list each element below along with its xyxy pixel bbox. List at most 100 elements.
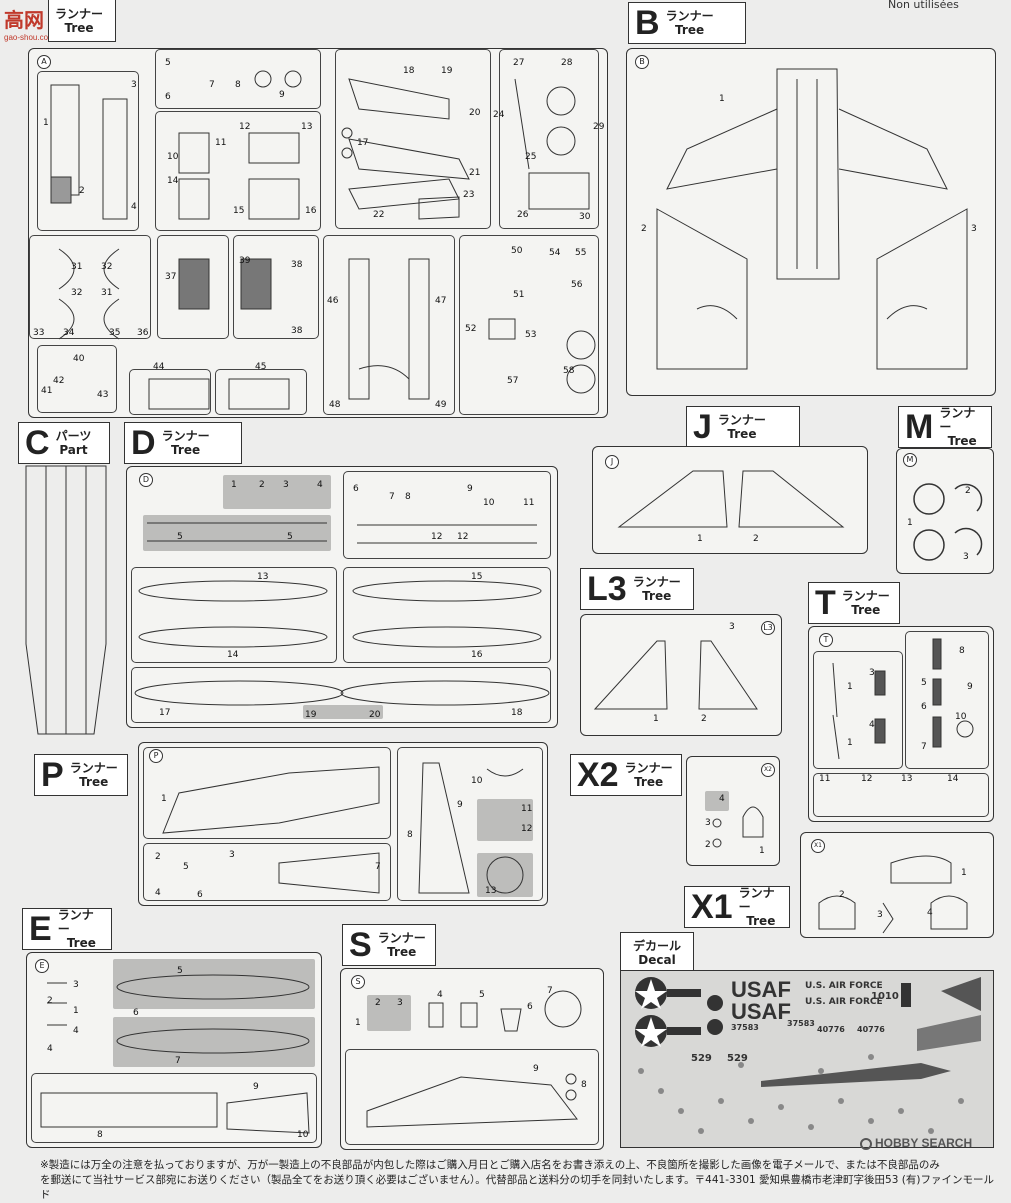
runner-e-jp: ランナー	[57, 908, 94, 936]
runner-s-box1	[345, 1049, 599, 1145]
runner-b-en: Tree	[675, 23, 705, 37]
runner-m-jp: ランナー	[939, 406, 976, 434]
part-num: 25	[525, 152, 537, 162]
runner-d-en: Tree	[171, 443, 201, 457]
runner-p-box1	[143, 747, 391, 839]
runner-a-box6	[29, 235, 151, 339]
part-num: 3	[131, 80, 137, 90]
decal-code-1: 529	[691, 1053, 712, 1064]
part-num: 2	[259, 480, 265, 490]
part-num: 39	[239, 256, 251, 266]
runner-m-en: Tree	[947, 434, 977, 448]
runner-p-parts-drawing	[162, 762, 524, 894]
part-num: 6	[353, 484, 359, 494]
part-num: 16	[305, 206, 317, 216]
runner-t-tag: T	[819, 633, 833, 647]
runner-x1-tag: X1	[811, 839, 825, 853]
watermark-logo: 高网 gao-shou.com	[4, 4, 55, 42]
part-num: 19	[305, 710, 317, 720]
part-num: 35	[109, 328, 121, 338]
footer-line-2: を郵送にて当社サービス部宛にお送りください（製品全てをお送り頂く必要はございませ…	[40, 1174, 994, 1201]
runner-e-frame: E 3 2 1 4 4 5 6 7 8 9 10	[26, 952, 322, 1148]
part-num: 23	[463, 190, 475, 200]
runner-p-box3	[397, 747, 543, 901]
runner-x1-jp: ランナー	[738, 886, 775, 914]
part-num: 1	[697, 534, 703, 544]
runner-c-en: Part	[59, 443, 88, 457]
part-num: 6	[165, 92, 171, 102]
part-num: 9	[467, 484, 473, 494]
part-num: 10	[483, 498, 495, 508]
part-num: 6	[527, 1002, 533, 1012]
part-num: 56	[571, 280, 583, 290]
part-num: 53	[525, 330, 537, 340]
runner-d-letter: D	[131, 424, 156, 462]
runner-a-box13	[215, 369, 307, 415]
runner-a-box4	[335, 49, 491, 229]
part-num: 51	[513, 290, 525, 300]
part-num: 2	[965, 486, 971, 496]
part-num: 2	[47, 996, 53, 1006]
part-num: 8	[959, 646, 965, 656]
runner-t-box3	[813, 773, 989, 817]
part-num: 1	[355, 1018, 361, 1028]
part-num: 2	[701, 714, 707, 724]
part-num: 45	[255, 362, 267, 372]
part-num: 5	[165, 58, 171, 68]
runner-p-box2	[143, 843, 391, 901]
part-num: 9	[533, 1064, 539, 1074]
part-num: 3	[971, 224, 977, 234]
hobbysearch-logo-icon	[860, 1137, 872, 1150]
part-num: 3	[283, 480, 289, 490]
runner-x1-en: Tree	[746, 914, 776, 928]
runner-a-box3	[155, 111, 321, 231]
runner-l3-frame: L3 1 2 3	[580, 614, 782, 736]
runner-a-box2	[155, 49, 321, 109]
part-num: 48	[329, 400, 341, 410]
part-num: 8	[97, 1130, 103, 1140]
runner-a-box7	[157, 235, 229, 339]
runner-l3-tag: L3	[761, 621, 775, 635]
runner-t-jp: ランナー	[841, 589, 890, 603]
runner-e-en: Tree	[66, 936, 96, 950]
part-num: 47	[435, 296, 447, 306]
part-num: 29	[593, 122, 605, 132]
part-num: 52	[465, 324, 477, 334]
runner-j-en: Tree	[727, 427, 757, 441]
runner-a-box10	[459, 235, 599, 415]
runner-a-box8	[233, 235, 319, 339]
part-num: 11	[819, 774, 831, 784]
shade	[113, 959, 315, 1009]
part-num: 40	[73, 354, 85, 364]
part-num: 9	[457, 800, 463, 810]
part-num: 22	[373, 210, 385, 220]
part-num: 1	[43, 118, 49, 128]
part-num: 49	[435, 400, 447, 410]
part-num: 1	[847, 738, 853, 748]
part-num: 11	[215, 138, 227, 148]
part-num: 15	[233, 206, 245, 216]
watermark-url: gao-shou.com	[4, 33, 55, 42]
runner-x1-frame: X1 1 2 3 4	[800, 832, 994, 938]
runner-m-tag: M	[903, 453, 917, 467]
part-num: 12	[239, 122, 251, 132]
runner-a-jp: ランナー	[55, 6, 104, 21]
runner-l3-jp: ランナー	[632, 575, 681, 589]
shade	[113, 1017, 315, 1067]
decal-sheet: USAF USAF U.S. AIR FORCE U.S. AIR FORCE …	[620, 970, 994, 1148]
runner-d-box3	[343, 567, 551, 663]
part-num: 12	[861, 774, 873, 784]
runner-j-frame: J 1 2	[592, 446, 868, 554]
shade	[303, 705, 383, 719]
runner-p-en: Tree	[79, 775, 109, 789]
part-num: 2	[839, 890, 845, 900]
part-num: 13	[901, 774, 913, 784]
part-num: 50	[511, 246, 523, 256]
part-num: 14	[167, 176, 179, 186]
part-num: 7	[547, 986, 553, 996]
